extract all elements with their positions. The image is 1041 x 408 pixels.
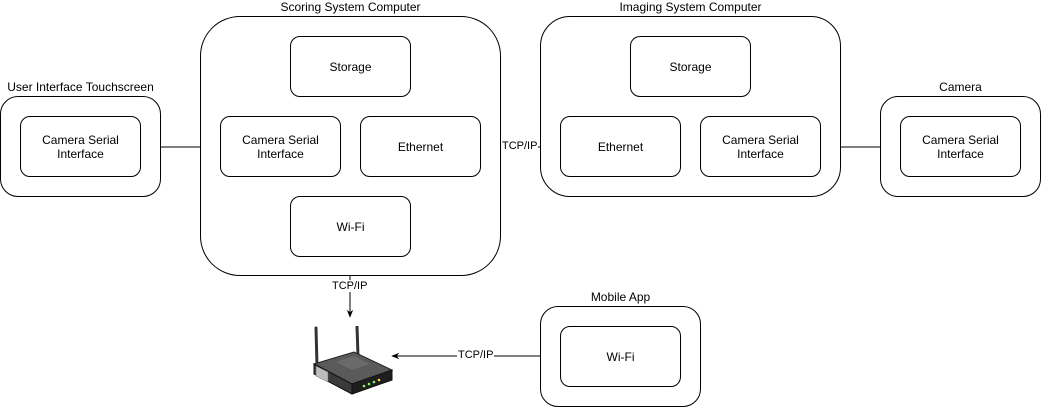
edge-label-scoring-router: TCP/IP [331,280,369,292]
imaging-storage-label: Storage [669,59,712,74]
mobile-wifi-label: Wi-Fi [606,349,635,364]
scoring-title: Scoring System Computer [280,0,421,14]
wifi-router-icon [312,326,394,395]
scoring-csi-label: Camera Serial Interface [242,132,319,161]
edge-label-scoring-imaging: TCP/IP [501,140,539,152]
mobile-wifi-box: Wi-Fi [560,326,681,387]
imaging-ethernet-label: Ethernet [597,139,644,154]
imaging-title: Imaging System Computer [619,0,762,14]
scoring-wifi-label: Wi-Fi [336,219,365,234]
ui-touchscreen-title: User Interface Touchscreen [7,80,154,94]
ui-touchscreen-csi-box: Camera Serial Interface [20,116,141,177]
scoring-storage-label: Storage [329,59,372,74]
imaging-storage-box: Storage [630,36,751,97]
scoring-storage-box: Storage [290,36,411,97]
camera-csi-label: Camera Serial Interface [922,132,999,161]
imaging-csi-box: Camera Serial Interface [700,116,821,177]
edge-label-router-mobile: TCP/IP [457,349,495,361]
ui-touchscreen-csi-label: Camera Serial Interface [42,132,119,161]
mobile-title: Mobile App [590,290,651,304]
scoring-wifi-box: Wi-Fi [290,196,411,257]
imaging-ethernet-box: Ethernet [560,116,681,177]
camera-csi-box: Camera Serial Interface [900,116,1021,177]
scoring-ethernet-label: Ethernet [397,139,444,154]
scoring-csi-box: Camera Serial Interface [220,116,341,177]
scoring-ethernet-box: Ethernet [360,116,481,177]
imaging-csi-label: Camera Serial Interface [722,132,799,161]
camera-title: Camera [939,80,982,94]
